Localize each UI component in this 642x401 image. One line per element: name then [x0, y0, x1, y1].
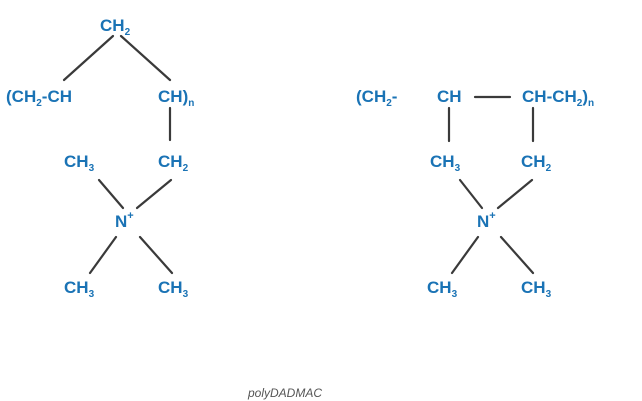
b-methyl-lower-right-base: CH: [521, 278, 546, 297]
a-methyl-lower-left-base: CH: [64, 278, 89, 297]
b-seg1-base: CH: [361, 87, 387, 106]
a-top-ch2-base: CH: [100, 16, 125, 35]
bond-b-ch2-to-n: [496, 178, 534, 210]
bond-a-methyl-to-n: [97, 178, 125, 210]
bond-a-n-to-methyl-left: [88, 235, 118, 275]
b-methyl-upper: CH3: [430, 152, 460, 175]
b-methyl-upper-base: CH: [430, 152, 455, 171]
b-methyl-lower-left-base: CH: [427, 278, 452, 297]
b-seg3-dash: -: [546, 87, 553, 106]
a-backbone-left: (CH2-CH: [6, 87, 72, 110]
bond-a-top-right: [119, 34, 172, 82]
a-backbone-sub: 2: [36, 98, 42, 109]
b-open-paren: (: [356, 87, 362, 106]
a-top-ch2: CH2: [100, 16, 130, 39]
a-ring-ch2-base: CH: [158, 152, 183, 171]
b-methyl-upper-sub: 3: [454, 163, 461, 174]
bond-a-ch2-to-n: [135, 178, 173, 210]
bond-a-n-to-methyl-right: [138, 235, 174, 275]
a-backbone-dash: -: [41, 87, 48, 106]
b-backbone-ch-left: CH: [437, 87, 462, 107]
b-seg3: CH: [522, 87, 547, 106]
b-methyl-lower-left-sub: 3: [451, 289, 458, 300]
a-nitrogen: N+: [115, 210, 134, 234]
bond-b-methyl-to-n: [458, 178, 484, 210]
a-ring-ch2-sub: 2: [182, 163, 189, 174]
a-methyl-upper-base: CH: [64, 152, 89, 171]
a-repeat-n: n: [188, 98, 195, 109]
a-ring-ch2: CH2: [158, 152, 188, 175]
a-methyl-lower-right: CH3: [158, 278, 188, 301]
b-ring-ch2: CH2: [521, 152, 551, 175]
b-methyl-lower-right: CH3: [521, 278, 551, 301]
bond-a-top-left: [62, 34, 115, 82]
b-methyl-lower-right-sub: 3: [545, 289, 552, 300]
b-seg1-dash: -: [391, 87, 398, 106]
a-methyl-upper-sub: 3: [88, 163, 95, 174]
a-methyl-lower-right-base: CH: [158, 278, 183, 297]
a-backbone-ch2: CH: [47, 87, 73, 106]
b-seg4-base: CH: [552, 87, 577, 106]
b-close-paren: ): [582, 87, 589, 106]
a-methyl-upper: CH3: [64, 152, 94, 175]
b-seg2: CH: [437, 87, 462, 106]
b-nitrogen-base: N: [477, 212, 490, 231]
b-ring-ch2-base: CH: [521, 152, 546, 171]
figure-caption: polyDADMAC: [248, 386, 323, 400]
a-backbone-right: CH)n: [158, 87, 194, 110]
a-nitrogen-base: N: [115, 212, 128, 231]
a-methyl-lower-left: CH3: [64, 278, 94, 301]
bond-b-n-to-methyl-left: [450, 235, 480, 275]
a-close-paren: ): [182, 87, 189, 106]
b-backbone-left: (CH2-: [356, 87, 397, 110]
b-repeat-n: n: [588, 98, 595, 109]
b-nitrogen-charge: +: [489, 210, 496, 222]
a-nitrogen-charge: +: [127, 210, 134, 222]
b-backbone-right: CH-CH2)n: [522, 87, 594, 110]
a-methyl-lower-right-sub: 3: [182, 289, 189, 300]
b-nitrogen: N+: [477, 210, 496, 234]
a-backbone-ch: CH: [11, 87, 37, 106]
a-open-paren: (: [6, 87, 12, 106]
b-seg4-sub: 2: [576, 98, 583, 109]
b-seg1-sub: 2: [386, 98, 392, 109]
a-right-ch: CH: [158, 87, 183, 106]
b-methyl-lower-left: CH3: [427, 278, 457, 301]
a-methyl-lower-left-sub: 3: [88, 289, 95, 300]
b-ring-ch2-sub: 2: [545, 163, 552, 174]
bond-b-n-to-methyl-right: [499, 235, 535, 275]
a-top-ch2-sub: 2: [124, 27, 131, 38]
